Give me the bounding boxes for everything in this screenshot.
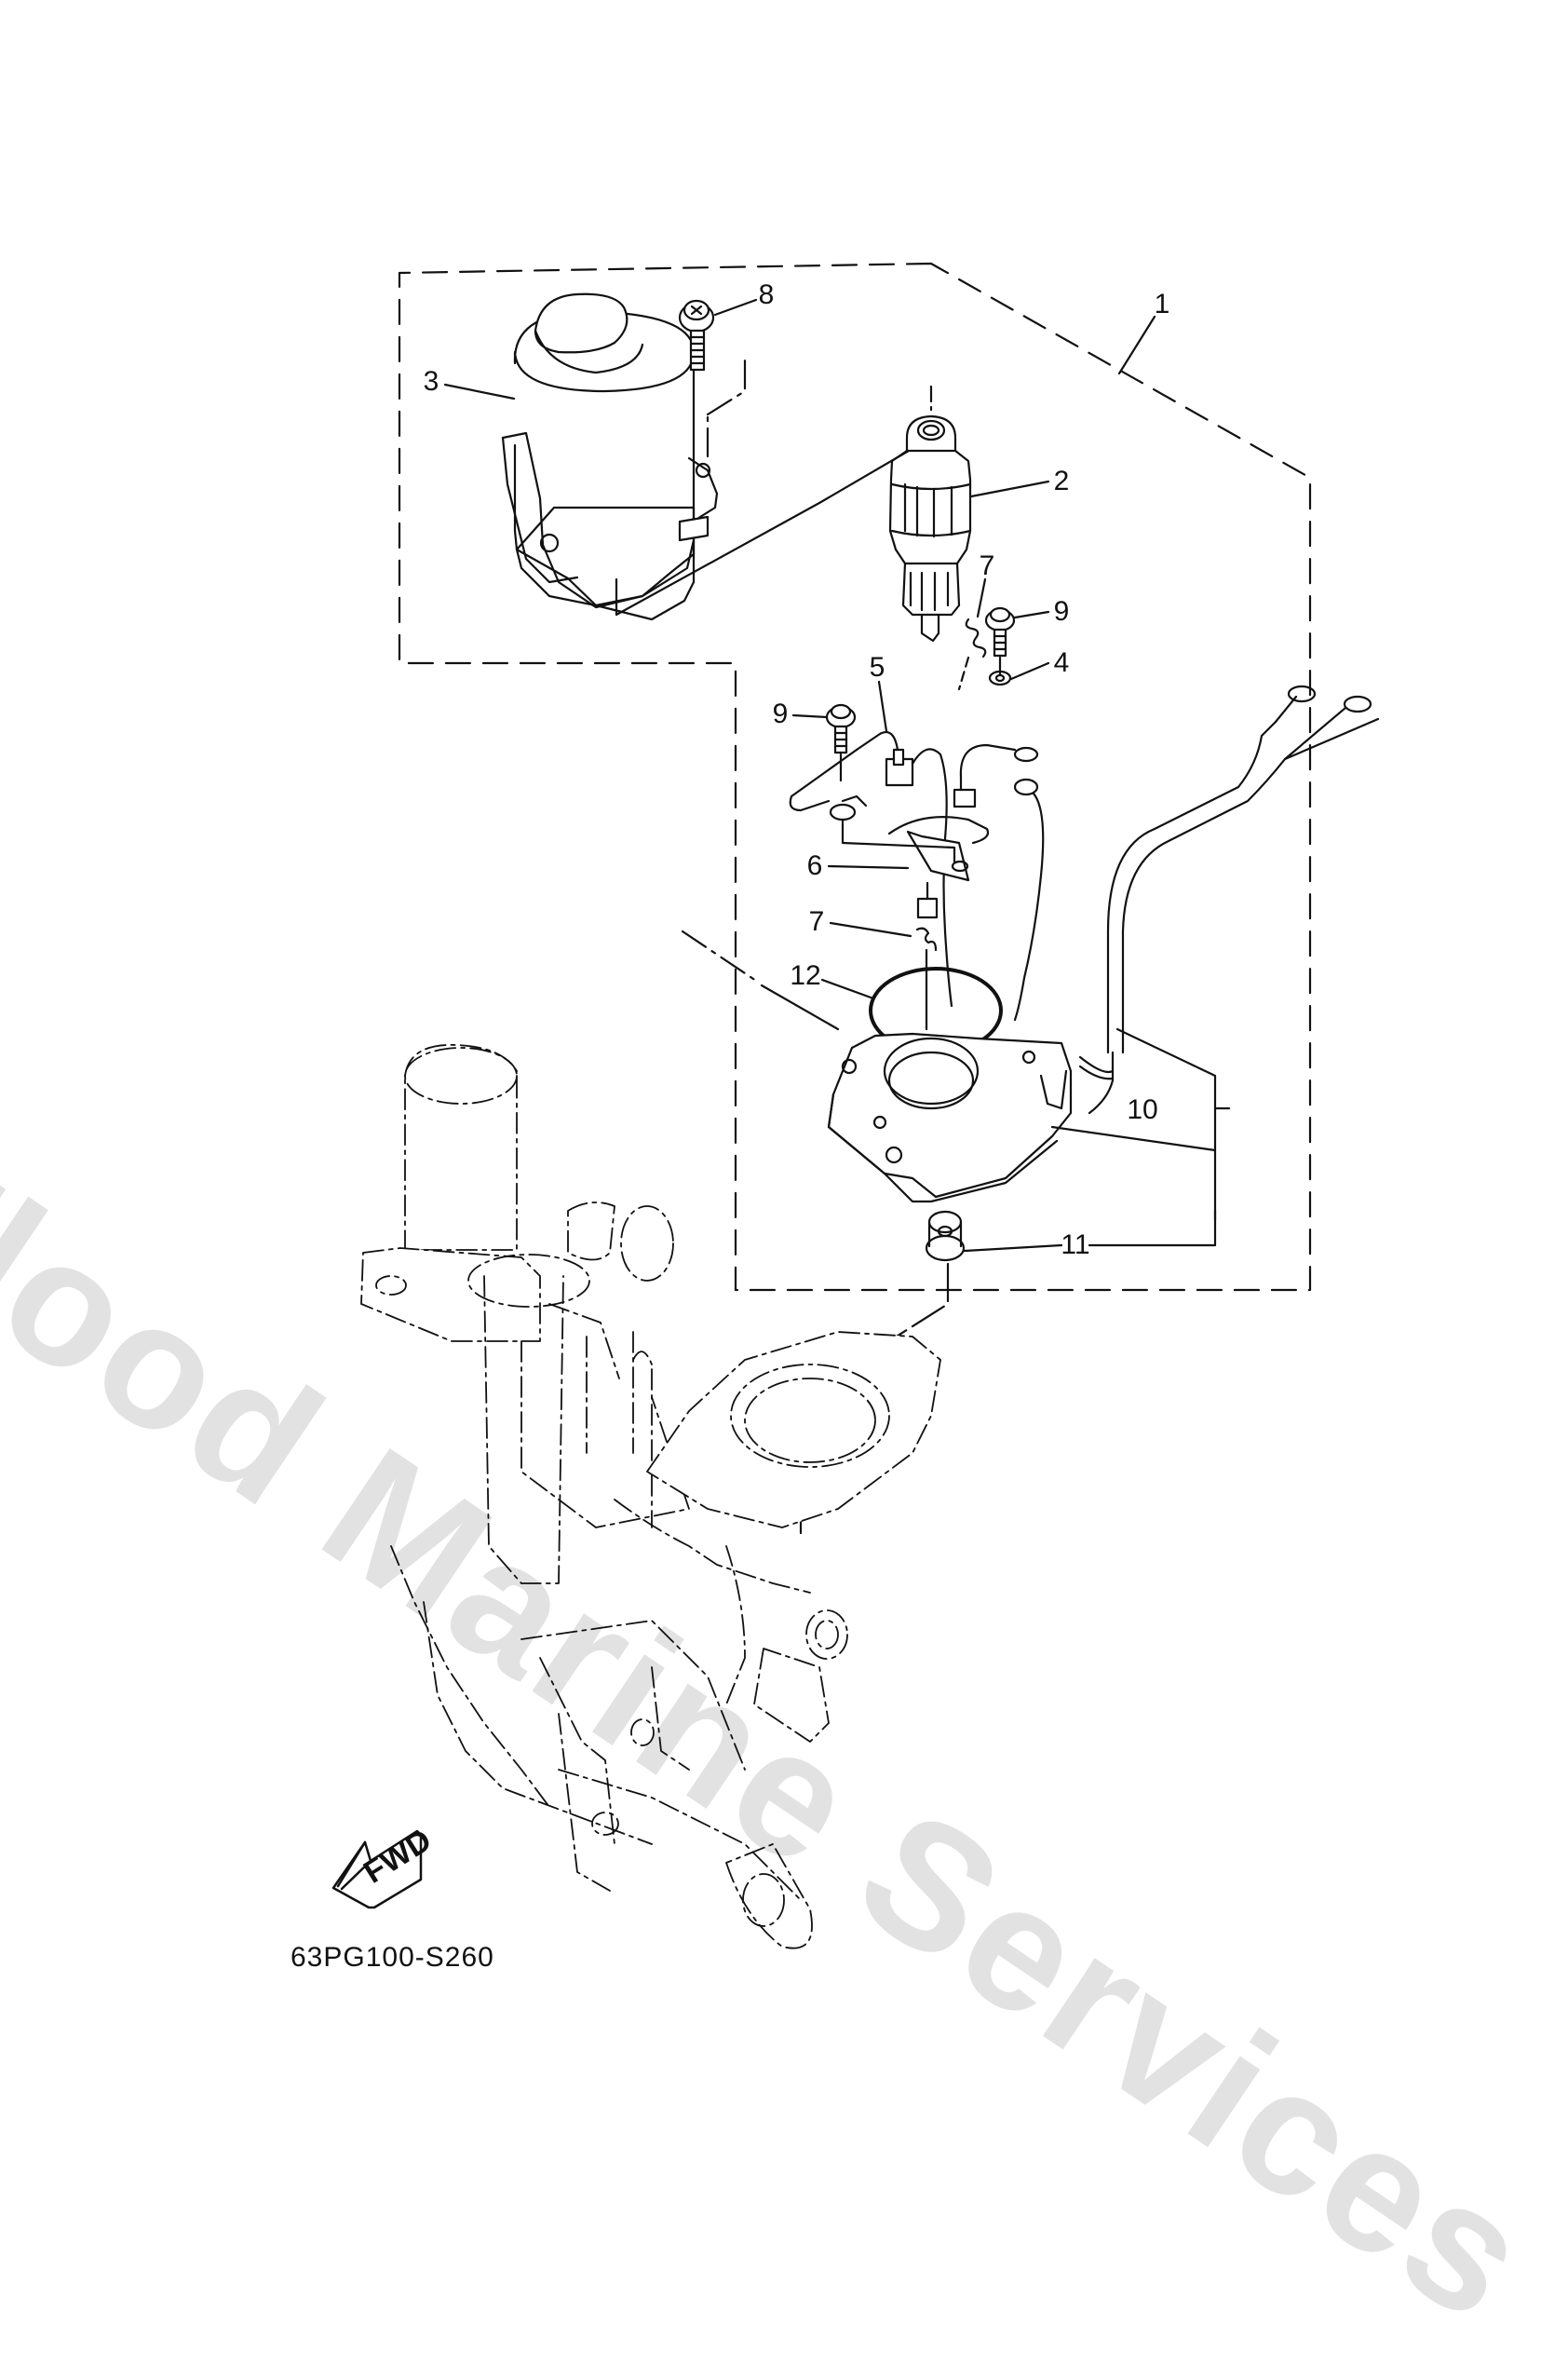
leader-8	[713, 298, 758, 317]
motor-housing-part-3	[501, 292, 944, 621]
callout-part-7b: 7	[808, 906, 825, 937]
connector-upper	[953, 743, 1045, 1022]
leader-4	[1009, 661, 1050, 681]
callout-part-7a: 7	[979, 550, 995, 581]
diagram-reference-code: 63PG100-S260	[291, 1942, 494, 1973]
callout-part-8: 8	[758, 279, 775, 310]
screw-part-8	[678, 299, 715, 372]
callout-part-1: 1	[1154, 289, 1170, 319]
callout-part-9b: 9	[1053, 596, 1070, 627]
callout-part-11: 11	[1061, 1229, 1090, 1260]
armature-part-2	[888, 385, 972, 643]
assembly-boundary	[398, 262, 1312, 1292]
callout-part-5: 5	[869, 652, 885, 683]
leader-6	[827, 864, 910, 870]
callout-part-4: 4	[1053, 647, 1070, 678]
washer-part-4	[988, 670, 1012, 686]
leader-11	[963, 1243, 1063, 1253]
plate-part-6	[841, 816, 990, 882]
callout-part-10: 10	[1127, 1094, 1158, 1125]
leader-10	[1050, 1027, 1231, 1222]
spring-part-7-upper	[965, 618, 987, 658]
screw-part-9-left	[825, 703, 857, 754]
callout-part-12: 12	[790, 960, 821, 991]
leader-12	[820, 978, 875, 1000]
leader-2	[969, 480, 1050, 498]
brush-holder-part-5	[789, 730, 953, 1008]
callout-part-9a: 9	[772, 699, 789, 729]
leader-5	[877, 680, 888, 733]
leader-7-lower	[829, 921, 912, 938]
leader-7-upper	[976, 577, 987, 618]
leader-1	[1117, 315, 1156, 375]
leader-9-left	[791, 713, 829, 719]
callout-part-2: 2	[1053, 466, 1070, 496]
grommet-part-11	[925, 1210, 966, 1262]
spring-part-7-lower	[915, 881, 939, 1031]
pump-assembly-reference	[360, 1044, 941, 1949]
lead-wire-cable	[1088, 685, 1380, 1115]
parts-diagram: FWD	[331, 262, 1380, 1949]
screw-part-9-right	[984, 606, 1016, 658]
leader-3	[443, 383, 516, 400]
motor-base-part-10	[681, 930, 1115, 1203]
callout-part-6: 6	[806, 850, 823, 881]
fwd-direction-arrow	[331, 1829, 423, 1909]
leader-9-right	[1013, 610, 1050, 619]
callout-part-3: 3	[423, 366, 439, 397]
